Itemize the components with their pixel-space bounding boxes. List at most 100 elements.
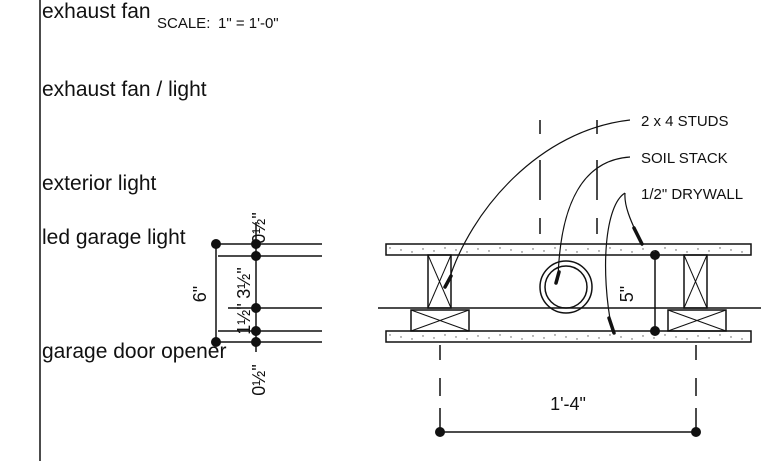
texture-dot	[598, 250, 600, 252]
leader-tick	[607, 316, 616, 335]
texture-dot	[400, 249, 402, 251]
texture-dot	[488, 250, 490, 252]
stud-cross	[683, 254, 708, 309]
texture-dot	[719, 334, 721, 336]
texture-dot	[389, 334, 391, 336]
dimension-dot	[251, 326, 261, 336]
texture-dot	[686, 338, 688, 340]
texture-dot	[653, 337, 655, 339]
texture-dot	[598, 337, 600, 339]
drywall-bottom	[385, 330, 752, 343]
texture-dot	[411, 251, 413, 253]
leader-studs	[447, 119, 631, 284]
stud-right	[683, 254, 708, 309]
plan-dimension-dots	[435, 250, 701, 437]
dimension-dot	[211, 337, 221, 347]
stud-left	[427, 254, 452, 309]
soil-stack-inner	[544, 265, 588, 309]
wall-section	[215, 222, 322, 352]
legend-item-exterior-light: exterior light	[42, 172, 157, 195]
texture-dot	[466, 338, 468, 340]
texture-dot	[697, 248, 699, 250]
texture-dot	[576, 338, 578, 340]
dimension-dot	[650, 326, 660, 336]
texture-dot	[620, 336, 622, 338]
texture-dot	[499, 334, 501, 336]
dim-plate: 1½"	[234, 303, 254, 334]
callout-soil-stack: SOIL STACK	[641, 150, 728, 167]
texture-dot	[422, 335, 424, 337]
texture-dot	[587, 335, 589, 337]
texture-dot	[664, 247, 666, 249]
texture-dot	[642, 248, 644, 250]
drywall-texture	[389, 247, 743, 340]
texture-dot	[554, 247, 556, 249]
callout-studs: 2 x 4 STUDS	[641, 113, 729, 130]
plate-left	[410, 309, 470, 332]
texture-dot	[510, 249, 512, 251]
dimension-dot	[691, 427, 701, 437]
texture-dot	[400, 336, 402, 338]
texture-dot	[719, 247, 721, 249]
texture-dot	[532, 335, 534, 337]
texture-dot	[741, 338, 743, 340]
texture-dot	[521, 338, 523, 340]
scale-value: 1" = 1'-0"	[218, 15, 279, 32]
texture-dot	[730, 336, 732, 338]
texture-dot	[389, 247, 391, 249]
legend-item-garage-door-opener: garage door opener	[42, 340, 226, 363]
legend-item-exhaust-fan-light: exhaust fan / light	[42, 78, 207, 101]
texture-dot	[466, 251, 468, 253]
wall-dimension-dots	[211, 239, 261, 347]
leader-ticks	[443, 226, 644, 335]
texture-dot	[609, 334, 611, 336]
plate-cross	[410, 309, 470, 332]
leader-soil-stack	[557, 156, 631, 281]
texture-dot	[422, 248, 424, 250]
drywall-top	[385, 243, 752, 256]
dimension-dot	[251, 251, 261, 261]
texture-dot	[675, 249, 677, 251]
texture-dot	[455, 336, 457, 338]
texture-dot	[708, 337, 710, 339]
texture-dot	[488, 337, 490, 339]
texture-dot	[686, 251, 688, 253]
texture-dot	[411, 338, 413, 340]
dim-cavity-depth: 5"	[617, 286, 637, 302]
texture-dot	[444, 247, 446, 249]
texture-dot	[521, 251, 523, 253]
texture-dot	[587, 248, 589, 250]
texture-dot	[565, 249, 567, 251]
texture-dot	[477, 335, 479, 337]
header-title: exhaust fan	[42, 0, 151, 23]
texture-dot	[565, 336, 567, 338]
texture-dot	[499, 247, 501, 249]
scale-label: SCALE:	[157, 15, 210, 32]
dimension-dot	[435, 427, 445, 437]
texture-dot	[543, 250, 545, 252]
dimension-dot	[211, 239, 221, 249]
texture-dot	[642, 335, 644, 337]
texture-dot	[554, 334, 556, 336]
plate-right	[667, 309, 727, 332]
texture-dot	[609, 247, 611, 249]
leader-tick	[554, 270, 561, 285]
texture-dot	[631, 251, 633, 253]
texture-dot	[631, 338, 633, 340]
leader-tick	[632, 226, 644, 246]
texture-dot	[455, 249, 457, 251]
texture-dot	[708, 250, 710, 252]
texture-dot	[433, 337, 435, 339]
texture-dot	[675, 336, 677, 338]
plan-section	[378, 119, 761, 433]
texture-dot	[697, 335, 699, 337]
dimension-dot	[251, 239, 261, 249]
dimension-dot	[251, 303, 261, 313]
dim-top-drywall: 0½"	[249, 212, 269, 243]
texture-dot	[741, 251, 743, 253]
dim-stud-spacing: 1'-4"	[550, 394, 586, 414]
dimension-dot	[251, 337, 261, 347]
texture-dot	[543, 337, 545, 339]
soil-stack-outer	[539, 260, 593, 314]
